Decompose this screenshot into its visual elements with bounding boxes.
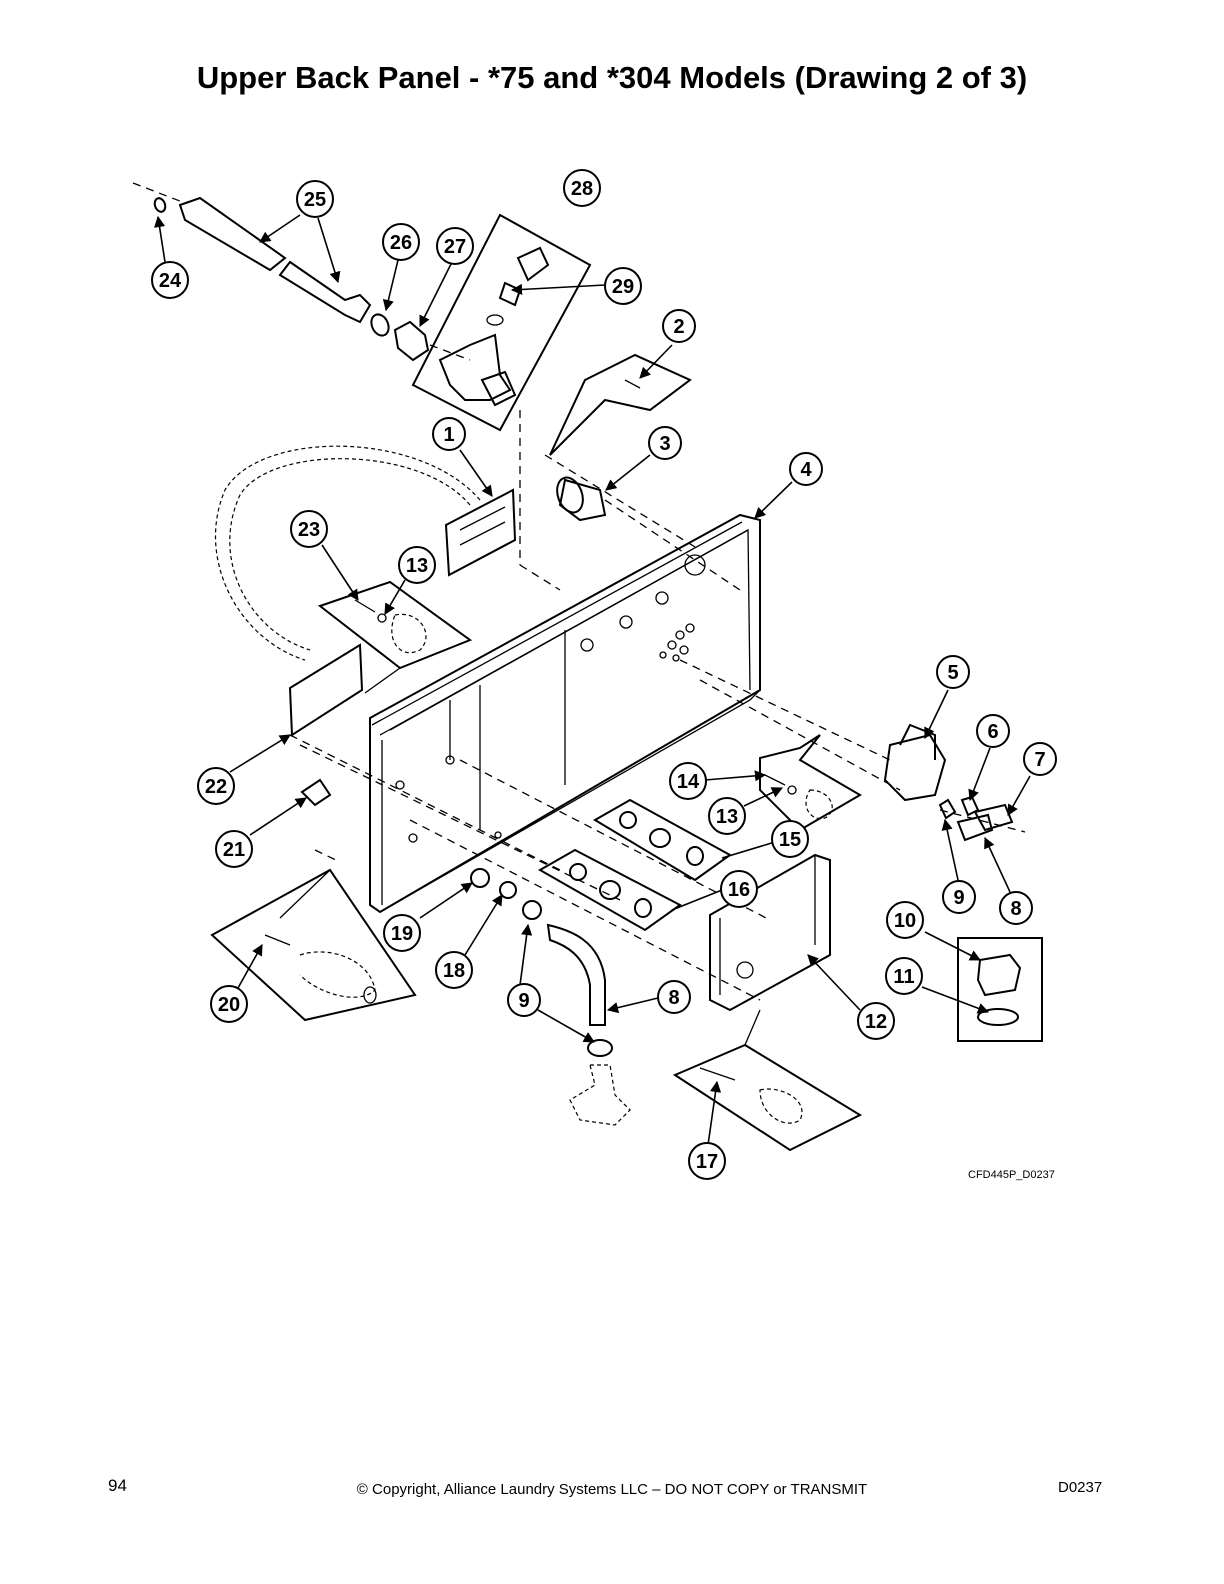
drawing-id: CFD445P_D0237	[968, 1169, 1055, 1181]
callout-18: 18	[435, 951, 473, 989]
svg-text:7: 7	[1034, 749, 1045, 771]
svg-text:13: 13	[716, 806, 738, 828]
callout-13b: 13	[708, 797, 746, 835]
bracket-12	[709, 853, 831, 1012]
valve-inset	[411, 213, 592, 432]
svg-text:9: 9	[953, 887, 964, 909]
svg-text:23: 23	[298, 519, 320, 541]
callout-12: 12	[857, 1002, 895, 1040]
callout-23: 23	[290, 510, 328, 548]
svg-text:5: 5	[947, 662, 958, 684]
assembly-lines	[289, 410, 1026, 1001]
callout-20: 20	[210, 985, 248, 1023]
svg-text:11: 11	[893, 966, 914, 988]
callout-21: 21	[215, 830, 253, 868]
callout-28: 28	[563, 169, 601, 207]
callout-29: 29	[604, 267, 642, 305]
callout-16: 16	[720, 870, 758, 908]
svg-text:4: 4	[800, 459, 812, 481]
bracket-22	[288, 580, 473, 737]
page-number: 94	[108, 1476, 127, 1495]
svg-text:15: 15	[779, 829, 801, 851]
callout-8b: 8	[657, 980, 691, 1014]
svg-text:2: 2	[673, 316, 684, 338]
callout-6: 6	[976, 714, 1010, 748]
inlet-hose-assembly	[132, 182, 471, 362]
bushing-3	[556, 476, 607, 522]
svg-text:1: 1	[443, 424, 454, 446]
callout-11: 11	[885, 957, 923, 995]
inset-2	[549, 353, 692, 456]
copyright-notice: © Copyright, Alliance Laundry Systems LL…	[356, 1481, 868, 1498]
callout-4: 4	[789, 452, 823, 486]
callout-3: 3	[648, 426, 682, 460]
fittings-15-16	[537, 798, 732, 932]
callout-7: 7	[1023, 742, 1057, 776]
svg-text:16: 16	[728, 879, 750, 901]
svg-text:6: 6	[987, 721, 998, 743]
callout-19: 19	[383, 914, 421, 952]
callout-9b: 9	[507, 983, 541, 1017]
svg-text:12: 12	[865, 1011, 887, 1033]
svg-text:10: 10	[894, 910, 916, 932]
callout-22: 22	[197, 767, 235, 805]
callout-14: 14	[669, 762, 707, 800]
svg-text:29: 29	[612, 276, 634, 298]
callout-24: 24	[151, 261, 189, 299]
svg-text:27: 27	[444, 236, 466, 258]
svg-text:24: 24	[159, 270, 182, 292]
lower-parts	[210, 778, 863, 1152]
callout-9: 9	[942, 880, 976, 914]
svg-text:17: 17	[696, 1151, 718, 1173]
decal-and-harness	[215, 445, 517, 661]
callouts: 1 2 3 4 5 6 7 8 9 10 11 12 13 13 14 15 1…	[151, 169, 1057, 1180]
inset-14	[759, 734, 862, 832]
callout-13a: 13	[398, 546, 436, 584]
svg-text:14: 14	[677, 771, 700, 793]
callout-17: 17	[688, 1142, 726, 1180]
callout-27: 27	[436, 227, 474, 265]
page-title: Upper Back Panel - *75 and *304 Models (…	[196, 60, 1028, 95]
svg-text:26: 26	[390, 232, 412, 254]
callout-10: 10	[886, 901, 924, 939]
callout-5: 5	[936, 655, 970, 689]
callout-15: 15	[771, 820, 809, 858]
svg-text:3: 3	[659, 433, 670, 455]
callout-2: 2	[662, 309, 696, 343]
svg-text:8: 8	[1010, 898, 1021, 920]
solenoid-inset	[957, 937, 1043, 1042]
svg-text:28: 28	[571, 178, 593, 200]
svg-text:19: 19	[391, 923, 413, 945]
svg-text:8: 8	[668, 987, 679, 1009]
svg-text:18: 18	[443, 960, 465, 982]
callout-26: 26	[382, 223, 420, 261]
callout-1: 1	[432, 417, 466, 451]
svg-text:9: 9	[518, 990, 529, 1012]
svg-text:21: 21	[223, 839, 245, 861]
svg-text:22: 22	[205, 776, 227, 798]
svg-text:25: 25	[304, 189, 326, 211]
callout-25: 25	[296, 180, 334, 218]
svg-text:13: 13	[406, 555, 428, 577]
document-code: D0237	[1058, 1479, 1103, 1496]
svg-text:20: 20	[218, 994, 240, 1016]
leader-arrows	[154, 214, 1031, 1146]
callout-8: 8	[999, 891, 1033, 925]
